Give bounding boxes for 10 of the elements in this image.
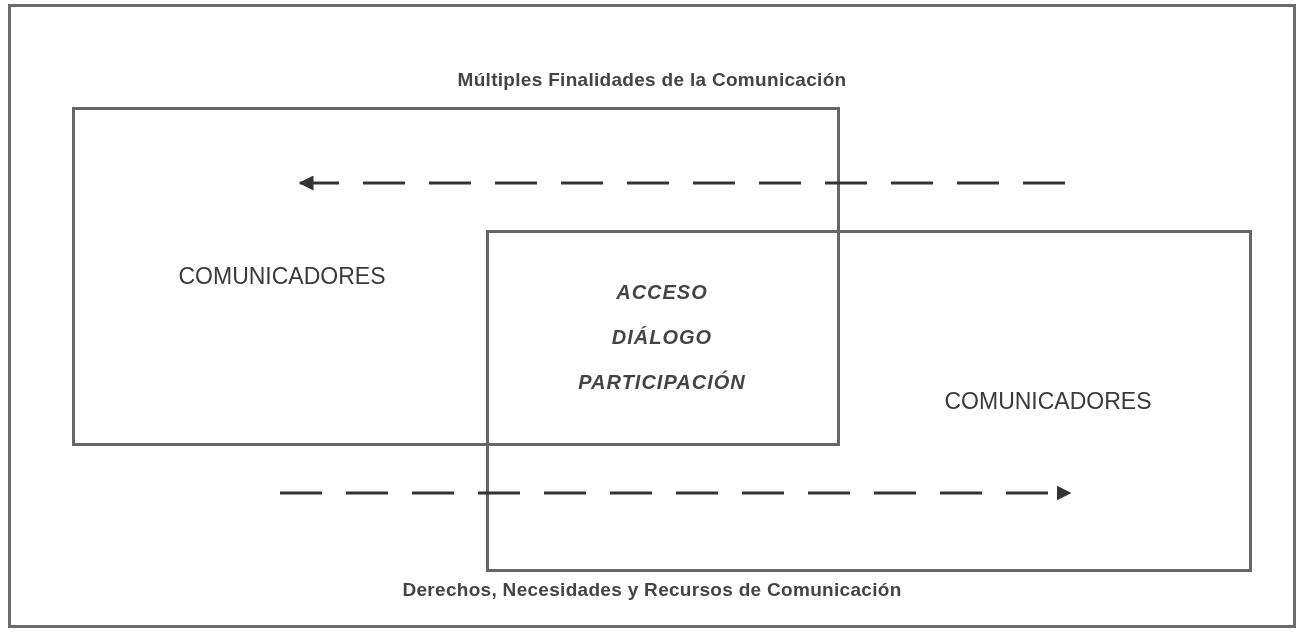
- dashed-arrow: [298, 175, 1065, 191]
- communicator-label: COMUNICADORES: [944, 387, 1152, 415]
- communicator-box: [72, 107, 840, 446]
- overlap-label: ACCESO DIÁLOGO PARTICIPACIÓN: [577, 279, 747, 395]
- outer-frame: [8, 4, 1296, 628]
- bottom-heading: Derechos, Necesidades y Recursos de Comunicación: [402, 579, 902, 600]
- top-heading: Múltiples Finalidades de la Comunicación: [457, 69, 847, 90]
- dashed-arrow: [280, 485, 1072, 501]
- communicator-label: COMUNICADORES: [178, 263, 386, 290]
- communicator-box: [486, 230, 1252, 572]
